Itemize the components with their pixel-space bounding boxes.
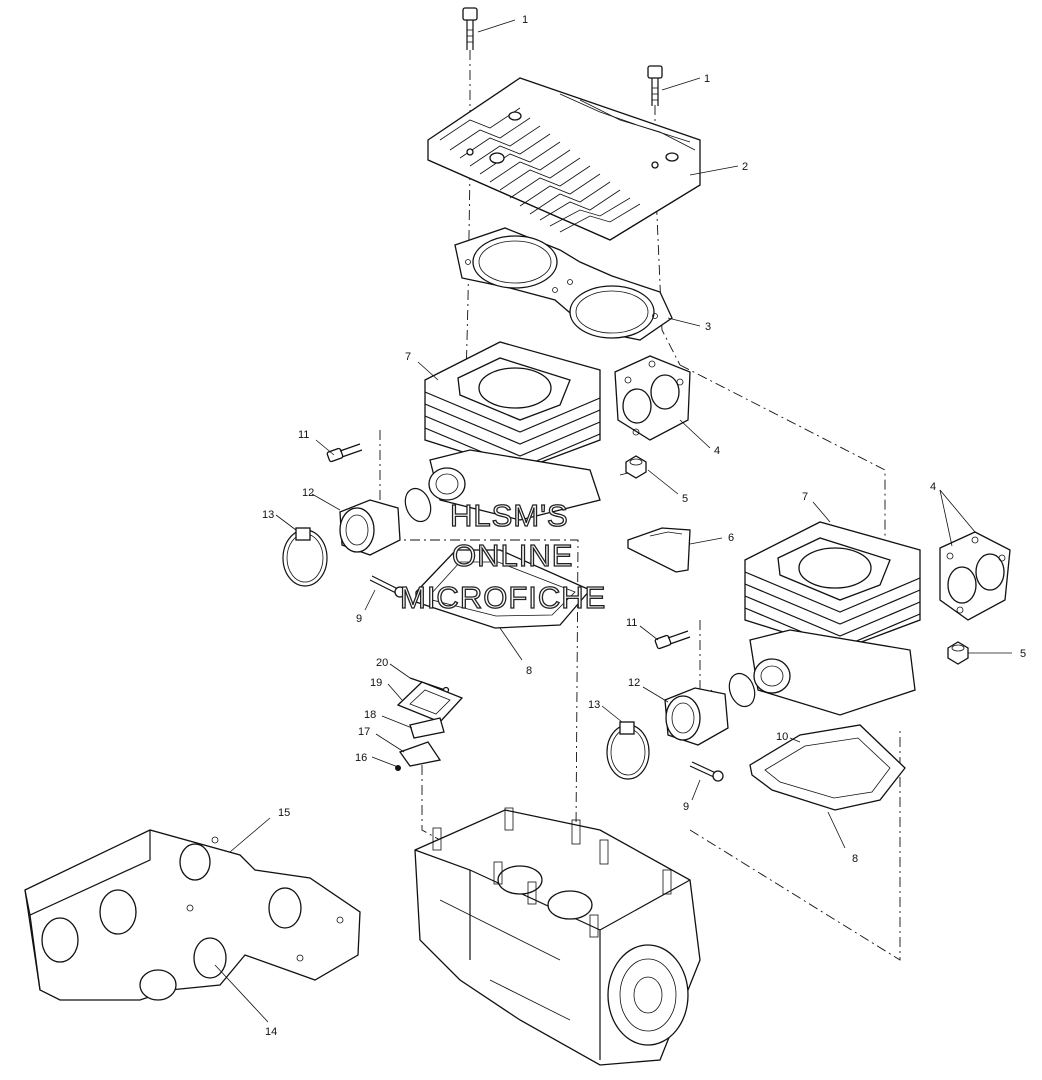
reed-valve-parts-16-20 <box>395 677 464 771</box>
bolt-part-1 <box>462 7 478 50</box>
nut-part-5-right <box>947 641 969 665</box>
callout: 5 <box>1020 648 1026 660</box>
callout: 8 <box>526 665 532 677</box>
exhaust-gasket-part-4-right <box>939 531 1011 621</box>
callout: 14 <box>265 1026 277 1038</box>
watermark-line-3: MICROFICHE <box>400 580 606 615</box>
callout: 10 <box>776 731 788 743</box>
callout: 7 <box>802 491 808 503</box>
nut-part-5-top <box>625 455 647 479</box>
callout: 13 <box>588 699 600 711</box>
bolt-part-11-right <box>654 630 691 650</box>
callout: 15 <box>278 807 290 819</box>
callout: 1 <box>704 73 710 85</box>
bolt-part-11-left <box>326 443 363 463</box>
callout: 13 <box>262 509 274 521</box>
watermark: HLSM'S ONLINE MICROFICHE <box>399 497 606 615</box>
alignment-lines <box>379 50 901 961</box>
part-6-block <box>627 527 691 573</box>
base-gasket-part-8-left <box>415 549 592 629</box>
callout: 20 <box>376 657 388 669</box>
intake-boot-part-12-left <box>339 499 401 556</box>
callout: 1 <box>522 14 528 26</box>
callout: 9 <box>356 613 362 625</box>
o-ring-left <box>404 487 432 523</box>
leader-lines <box>214 19 1012 1023</box>
clamp-part-13-left <box>282 527 328 587</box>
cylinder-head-part-2 <box>427 77 701 241</box>
watermark-line-1: HLSM'S <box>450 498 569 533</box>
head-gasket-part-3 <box>454 227 673 341</box>
callout: 3 <box>705 321 711 333</box>
callout: 2 <box>742 161 748 173</box>
screw-part-9-right <box>689 761 724 782</box>
o-ring-right <box>728 672 756 708</box>
cylinder-part-7-right <box>744 521 921 716</box>
callout: 11 <box>298 429 309 441</box>
callout: 4 <box>930 481 936 493</box>
callout: 16 <box>355 752 367 764</box>
intake-boot-part-12-right <box>664 687 729 746</box>
callout: 12 <box>628 677 640 689</box>
base-gasket-part-8-right <box>749 724 906 811</box>
callout: 11 <box>626 617 637 629</box>
bolt-part-1-b <box>647 65 663 106</box>
callout: 9 <box>683 801 689 813</box>
callout: 7 <box>405 351 411 363</box>
callout: 19 <box>370 677 382 689</box>
watermark-line-2: ONLINE <box>452 538 573 573</box>
callout: 8 <box>852 853 858 865</box>
heat-shield-part-15 <box>24 829 361 1001</box>
screw-part-9-left <box>369 575 406 598</box>
exhaust-gasket-part-4-top <box>614 355 691 441</box>
callout: 12 <box>302 487 314 499</box>
callout: 4 <box>714 445 720 457</box>
callout-numbers: 1 1 2 3 4 4 5 5 6 7 7 8 8 9 9 10 11 11 1… <box>262 14 1026 1038</box>
callout: 17 <box>358 726 370 738</box>
clamp-part-13-right <box>606 721 650 780</box>
callout: 6 <box>728 532 734 544</box>
callout: 18 <box>364 709 376 721</box>
crankcase <box>414 807 701 1066</box>
callout: 5 <box>682 493 688 505</box>
cylinder-part-7-left <box>424 341 601 521</box>
